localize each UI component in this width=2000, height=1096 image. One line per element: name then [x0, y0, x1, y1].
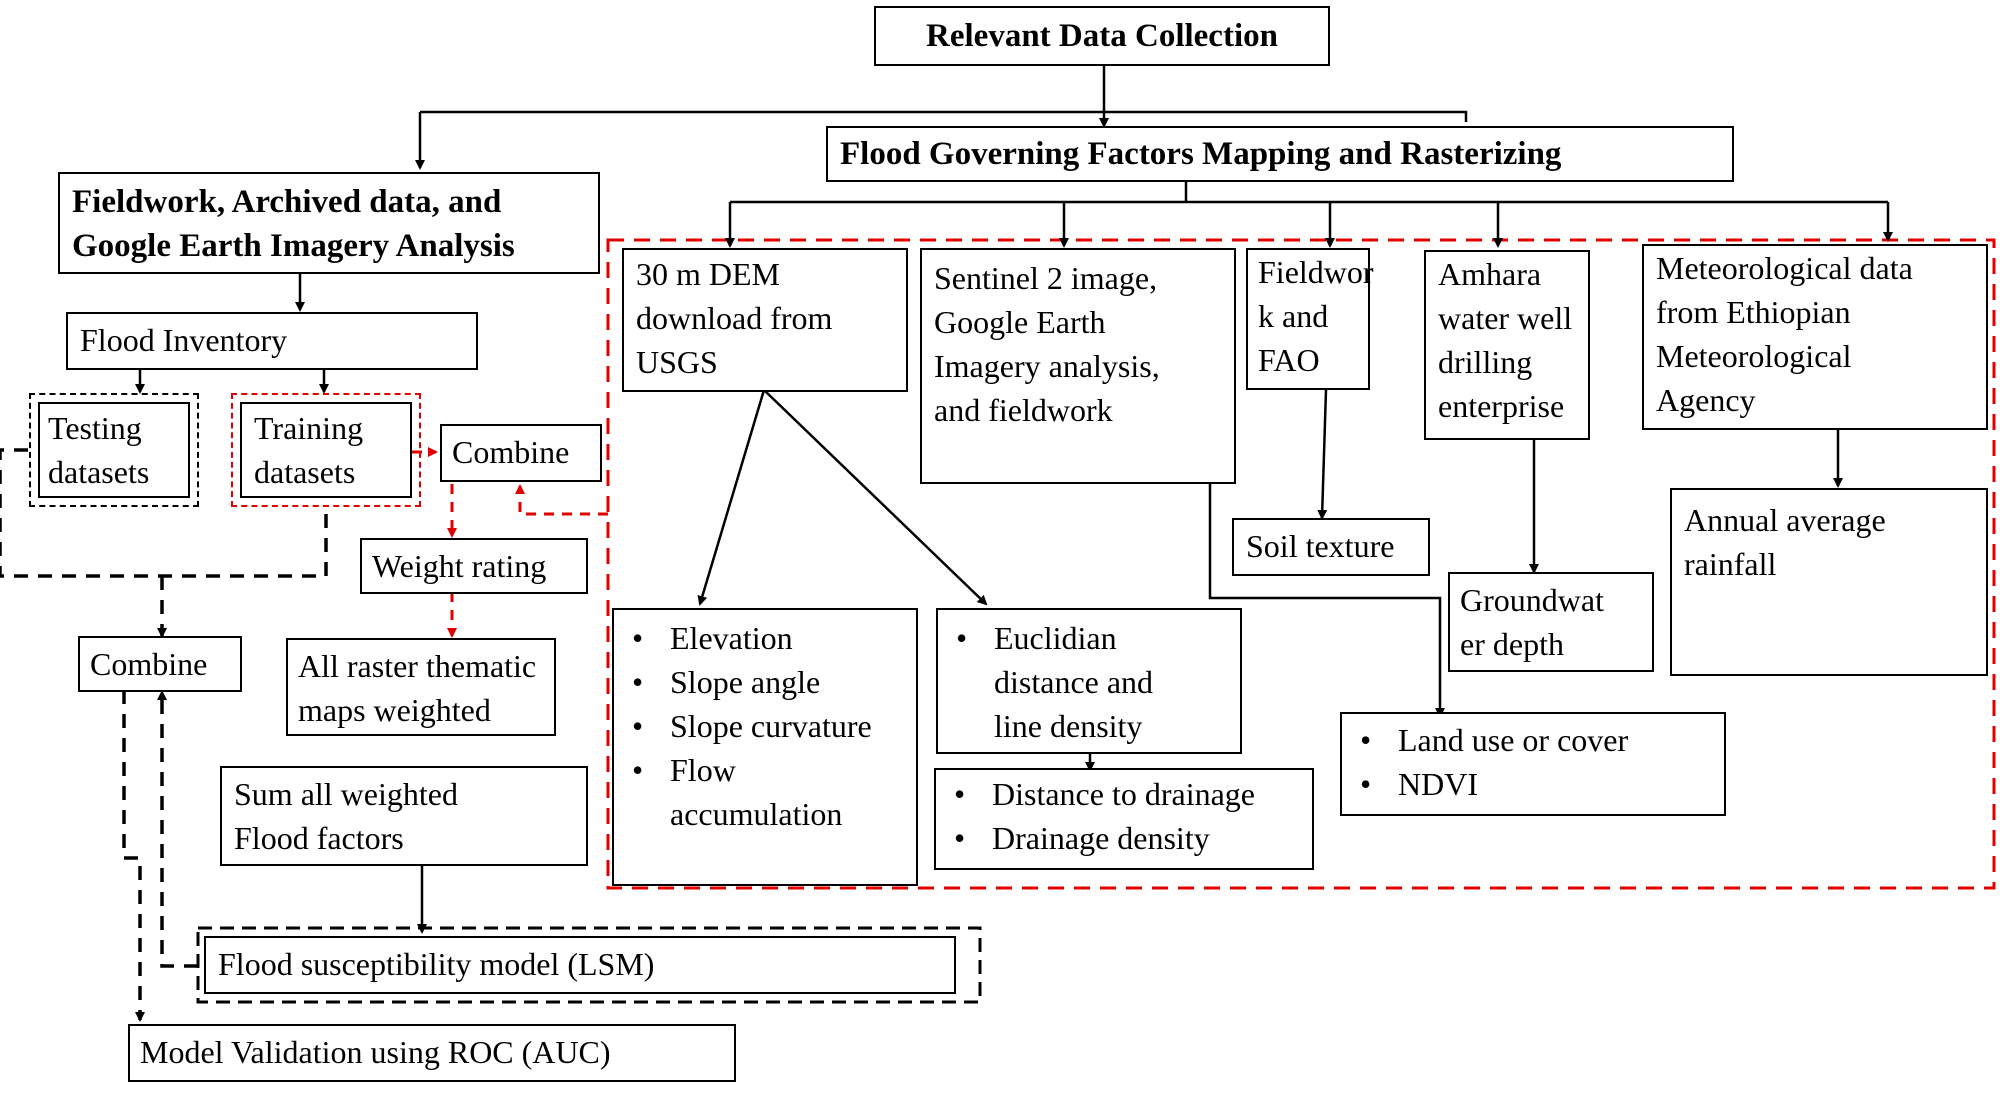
sum-weighted-box: Sum all weighted Flood factors: [220, 766, 588, 866]
factor-slope-curvature: Slope curvature: [632, 704, 904, 748]
euclidian-line-1: Euclidian: [956, 616, 1228, 660]
factor-drainage-density: Drainage density: [954, 816, 1300, 860]
flood-susceptibility-box: Flood susceptibility model (LSM): [204, 936, 956, 994]
drainage-factors-box: Distance to drainage Drainage density: [934, 768, 1314, 870]
testing-datasets-line-1: Testing: [48, 410, 142, 446]
factor-distance-to-drainage: Distance to drainage: [954, 772, 1300, 816]
sentinel-source-line-1: Sentinel 2 image,: [934, 260, 1158, 296]
arrow-dem-to-euclidian: [763, 389, 988, 606]
all-raster-line-1: All raster thematic: [298, 648, 537, 684]
factor-land-use: Land use or cover: [1360, 718, 1712, 762]
testing-datasets-line-2: datasets: [48, 454, 150, 490]
dem-factors-list: Elevation Slope angle Slope curvature Fl…: [626, 616, 904, 836]
meteorological-line-4: Agency: [1656, 382, 1756, 418]
euclidian-line-3: line density: [994, 708, 1143, 744]
sentinel-source-line-4: and fieldwork: [934, 392, 1113, 428]
dem-source-box: 30 m DEM download from USGS: [622, 248, 908, 392]
annual-rainfall-line-2: rainfall: [1684, 546, 1777, 582]
combine-top-box: Combine: [440, 424, 602, 482]
factor-group-frame: [606, 238, 1996, 890]
annual-rainfall-box: Annual average rainfall: [1670, 488, 1988, 676]
groundwater-box: Groundwat er depth: [1448, 572, 1654, 672]
factor-slope-angle: Slope angle: [632, 660, 904, 704]
all-raster-line-2: maps weighted: [298, 692, 491, 728]
fieldwork-fao-line-1: Fieldwor: [1258, 254, 1374, 290]
amhara-box: Amhara water well drilling enterprise: [1424, 250, 1590, 440]
connector-top-split: [420, 110, 1468, 122]
arrow-combine-to-validation: [122, 690, 145, 1022]
factor-ndvi: NDVI: [1360, 762, 1712, 806]
euclidian-box: Euclidian distance and line density: [936, 608, 1242, 754]
training-datasets-box: Training datasets: [231, 393, 421, 507]
meteorological-box: Meteorological data from Ethiopian Meteo…: [1642, 244, 1988, 430]
meteorological-line-2: from Ethiopian: [1656, 294, 1851, 330]
landuse-factors-box: Land use or cover NDVI: [1340, 712, 1726, 816]
factor-elevation: Elevation: [632, 616, 904, 660]
arrow-lsm-to-combine: [157, 690, 198, 968]
amhara-line-1: Amhara: [1438, 256, 1542, 292]
meteorological-line-1: Meteorological data: [1656, 250, 1913, 286]
euclidian-line-2: distance and: [994, 664, 1154, 700]
dem-factors-box: Elevation Slope angle Slope curvature Fl…: [612, 608, 918, 886]
amhara-line-2: water well: [1438, 300, 1573, 336]
fieldwork-fao-line-2: k and: [1258, 298, 1329, 334]
euclidian-list: Euclidian distance and line density: [950, 616, 1228, 748]
factor-flow: Flow: [632, 748, 904, 792]
sentinel-source-box: Sentinel 2 image, Google Earth Imagery a…: [920, 248, 1236, 484]
dem-source-line-1: 30 m DEM: [636, 256, 780, 292]
factor-flow-continuation: accumulation: [670, 796, 843, 832]
dem-source-line-3: USGS: [636, 344, 718, 380]
annual-rainfall-line-1: Annual average: [1684, 502, 1886, 538]
combine-left-box: Combine: [78, 636, 242, 692]
drainage-factors-list: Distance to drainage Drainage density: [948, 772, 1300, 860]
amhara-line-3: drilling: [1438, 344, 1533, 380]
model-validation-box: Model Validation using ROC (AUC): [128, 1024, 736, 1082]
meteorological-line-3: Meteorological: [1656, 338, 1852, 374]
flood-governing-factors-box: Flood Governing Factors Mapping and Rast…: [826, 126, 1734, 182]
fieldwork-fao-line-3: FAO: [1258, 342, 1320, 378]
sentinel-source-line-3: Imagery analysis,: [934, 348, 1160, 384]
arrow-fao-to-soil: [1317, 389, 1328, 520]
arrow-factors-to-combine: [515, 484, 608, 516]
amhara-line-4: enterprise: [1438, 388, 1565, 424]
fieldwork-archived-line-2: Google Earth Imagery Analysis: [72, 228, 515, 264]
landuse-factors-list: Land use or cover NDVI: [1354, 718, 1712, 806]
fieldwork-fao-box: Fieldwor k and FAO: [1246, 248, 1374, 390]
groundwater-line-2: er depth: [1460, 626, 1564, 662]
soil-texture-box: Soil texture: [1232, 518, 1430, 576]
flood-inventory-box: Flood Inventory: [66, 312, 478, 370]
groundwater-line-1: Groundwat: [1460, 582, 1604, 618]
dem-source-line-2: download from: [636, 300, 833, 336]
sum-weighted-line-1: Sum all weighted: [234, 776, 458, 812]
testing-datasets-box: Testing datasets: [29, 393, 199, 507]
arrow-dem-to-elevation: [697, 389, 766, 606]
all-raster-box: All raster thematic maps weighted: [286, 638, 556, 736]
arrow-sentinel-to-landuse: [1208, 484, 1445, 718]
fieldwork-archived-box: Fieldwork, Archived data, and Google Ear…: [58, 172, 600, 274]
weight-rating-box: Weight rating: [360, 538, 588, 594]
training-datasets-line-1: Training: [254, 410, 364, 446]
sentinel-source-line-2: Google Earth: [934, 304, 1106, 340]
training-datasets-line-2: datasets: [254, 454, 356, 490]
fieldwork-archived-line-1: Fieldwork, Archived data, and: [72, 184, 502, 220]
sum-weighted-line-2: Flood factors: [234, 820, 404, 856]
relevant-data-collection-box: Relevant Data Collection: [874, 6, 1330, 66]
